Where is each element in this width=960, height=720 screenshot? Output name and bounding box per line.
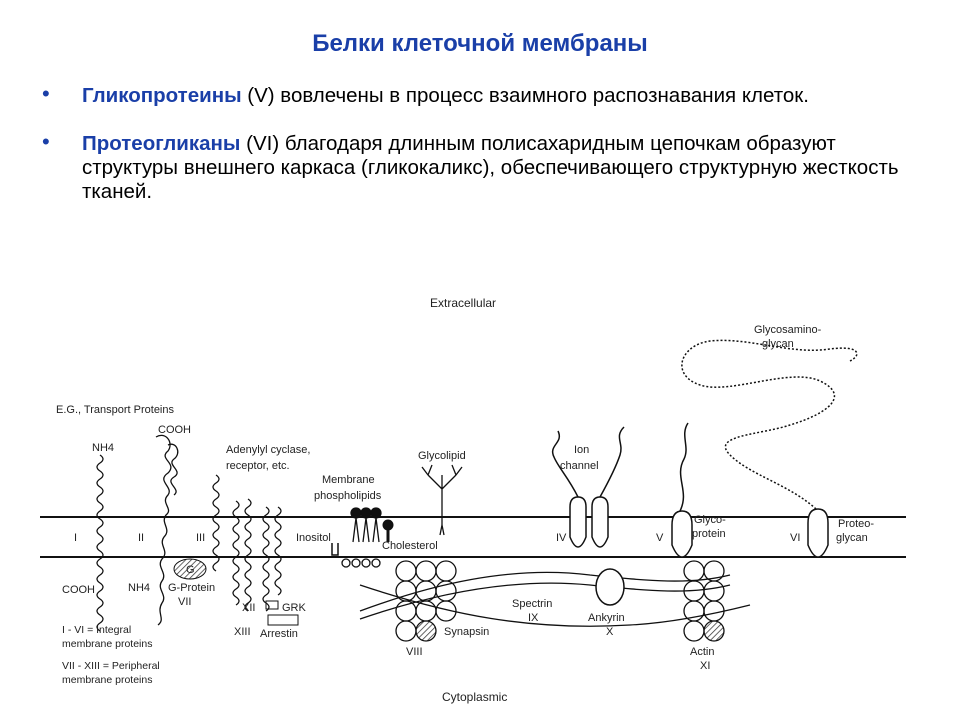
g-protein-label: G-Protein: [168, 582, 215, 594]
roman-ix: IX: [528, 612, 539, 624]
ankyrin-shape: [595, 568, 625, 606]
glycolipid-tree: [421, 464, 463, 536]
roman-xiii: XIII: [234, 626, 251, 638]
cytoskeleton-xi: [683, 560, 725, 642]
cytoskeleton-viii: [395, 560, 457, 642]
inositol-label: Inositol: [296, 532, 331, 544]
roman-iv: IV: [556, 532, 567, 544]
arrestin-label: Arrestin: [260, 628, 298, 640]
cholesterol-shape: [382, 519, 394, 542]
ion-channel-label-1: Ion: [574, 444, 589, 456]
glycosaminoglycan-label-1: Glycosamino-: [754, 324, 822, 336]
bullet-marker: •: [42, 129, 50, 154]
roman-i: I: [74, 532, 77, 544]
grk-label: GRK: [282, 602, 307, 614]
synapsin-label: Synapsin: [444, 626, 489, 638]
roman-x: X: [606, 626, 614, 638]
membrane-phospholipids-label-1: Membrane: [322, 474, 375, 486]
legend-line-2: membrane proteins: [62, 638, 152, 650]
ankyrin-label: Ankyrin: [588, 612, 625, 624]
ion-channel: [551, 426, 625, 548]
slide-title: Белки клеточной мембраны: [312, 30, 648, 57]
ion-channel-label-2: channel: [560, 460, 599, 472]
term-proteoglycans: Протеогликаны: [82, 132, 241, 155]
cooh-bottom-label: COOH: [62, 584, 95, 596]
roman-xi: XI: [700, 660, 710, 672]
cooh-top-label: COOH: [158, 424, 191, 436]
nh4-top-label: NH4: [92, 442, 114, 454]
grk-box: [265, 600, 279, 610]
proteoglycan-label-1: Proteo-: [838, 518, 874, 530]
bullet-text-glycoproteins: (V) вовлечены в процесс взаимного распоз…: [241, 84, 809, 107]
roman-viii: VIII: [406, 646, 423, 658]
inositol-shape: [331, 543, 339, 556]
arrestin-box: [267, 614, 299, 626]
adenylyl-label-1: Adenylyl cyclase,: [226, 444, 310, 456]
protein-iii: [212, 474, 282, 612]
roman-iii: III: [196, 532, 205, 544]
cytoplasmic-label: Cytoplasmic: [442, 690, 507, 704]
actin-label: Actin: [690, 646, 714, 658]
legend-line-4: membrane proteins: [62, 674, 152, 686]
g-letter: G: [186, 564, 195, 576]
phospholipids: [341, 507, 382, 568]
membrane-diagram: Extracellular Cytoplasmic E.G., Transpor…: [40, 296, 906, 704]
roman-xii: XII: [242, 602, 255, 614]
glycosaminoglycan-label-2: glycan: [762, 338, 794, 350]
legend-line-1: I - VI = Integral: [62, 624, 131, 636]
protein-i: [96, 454, 104, 632]
cholesterol-label: Cholesterol: [382, 540, 438, 552]
g-protein-shape: [173, 558, 207, 580]
bullet-list: • Гликопротеины (V) вовлечены в процесс …: [42, 81, 922, 228]
bullet-proteoglycans: • Протеогликаны (VI) благодаря длинным п…: [42, 129, 922, 204]
bullet-marker: •: [42, 81, 50, 106]
extracellular-label: Extracellular: [430, 296, 496, 310]
legend-line-3: VII - XIII = Peripheral: [62, 660, 160, 672]
bullet-text-proteoglycans: (VI) благодаря длинным полисахаридным це…: [82, 132, 899, 203]
membrane-phospholipids-label-2: phospholipids: [314, 490, 382, 502]
adenylyl-label-2: receptor, etc.: [226, 460, 290, 472]
protein-ii: [155, 434, 179, 626]
glycoprotein-label-1: Glyco-: [694, 514, 726, 526]
glycoprotein-label-2: protein: [692, 528, 726, 540]
bullet-glycoproteins: • Гликопротеины (V) вовлечены в процесс …: [42, 81, 922, 108]
transport-proteins-label: E.G., Transport Proteins: [56, 404, 174, 416]
roman-ii: II: [138, 532, 144, 544]
roman-vii: VII: [178, 596, 191, 608]
nh4-bottom-label: NH4: [128, 582, 150, 594]
proteoglycan-shape: [681, 339, 858, 558]
term-glycoproteins: Гликопротеины: [82, 84, 242, 107]
roman-vi: VI: [790, 532, 800, 544]
spectrin-label: Spectrin: [512, 598, 552, 610]
glycolipid-label: Glycolipid: [418, 450, 466, 462]
proteoglycan-label-2: glycan: [836, 532, 868, 544]
glycoprotein-shape: [671, 422, 693, 558]
roman-v: V: [656, 532, 664, 544]
